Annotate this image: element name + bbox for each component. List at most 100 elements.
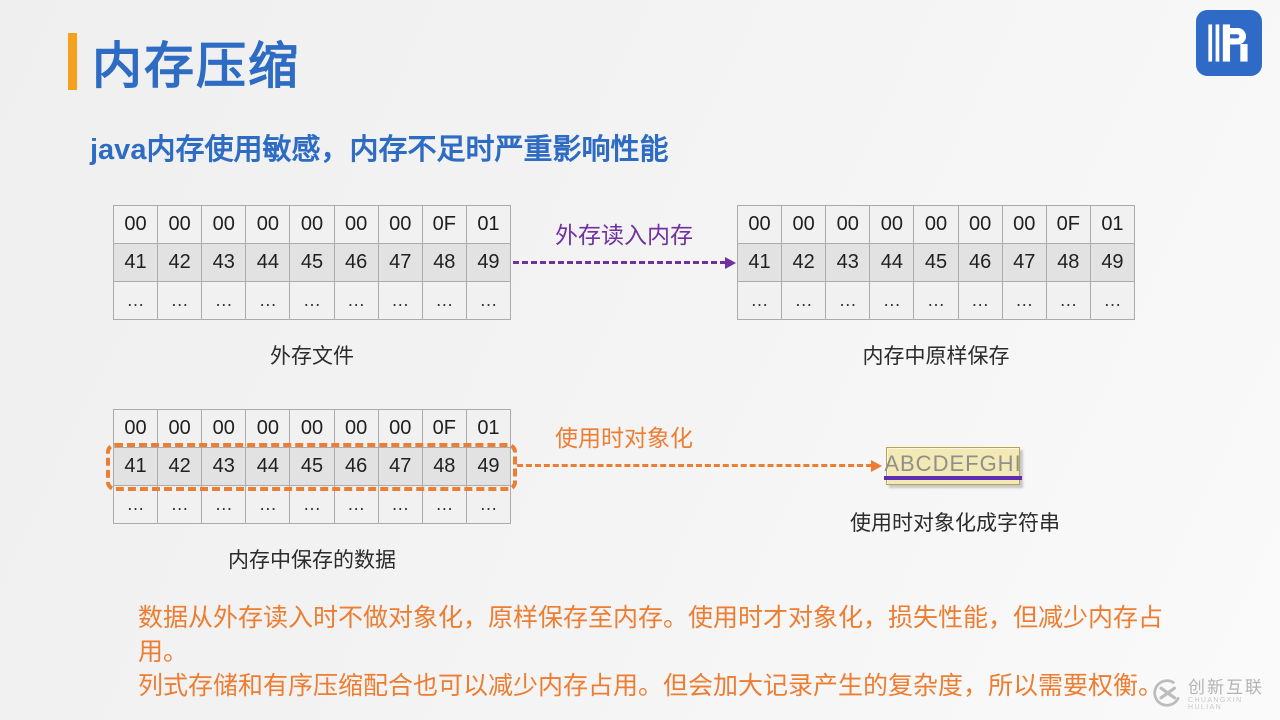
hex-cell: 00 <box>333 205 379 244</box>
hex-cell: 45 <box>289 447 335 486</box>
hex-cell: 00 <box>201 205 247 244</box>
hex-cell: 00 <box>245 409 291 448</box>
objectify-arrow-label: 使用时对象化 <box>555 425 693 451</box>
hex-cell: … <box>421 281 467 320</box>
hex-cell: 47 <box>1001 243 1047 282</box>
hex-cell: 00 <box>781 205 827 244</box>
hex-table-row: ……………………… <box>112 281 512 320</box>
hex-cell: 44 <box>245 447 291 486</box>
watermark-brand-sub: CHUANGXIN HULIAN <box>1188 697 1243 711</box>
hex-cell: 45 <box>913 243 959 282</box>
hex-cell: 00 <box>736 205 783 244</box>
hex-cell: 01 <box>465 205 512 244</box>
memory-raw-caption: 内存中原样保存 <box>862 345 1010 368</box>
hex-cell: 49 <box>1089 243 1136 282</box>
hex-cell: … <box>465 281 512 320</box>
hex-cell: 46 <box>333 447 379 486</box>
hex-cell: 01 <box>1089 205 1136 244</box>
hex-cell: … <box>1089 281 1136 320</box>
hex-cell: 00 <box>157 205 203 244</box>
hex-cell: … <box>1045 281 1091 320</box>
hex-cell: 01 <box>465 409 512 448</box>
hex-cell: 00 <box>289 409 335 448</box>
hex-cell: 41 <box>112 243 159 282</box>
hex-cell: 41 <box>112 447 159 486</box>
hex-cell: … <box>157 485 203 524</box>
hex-cell: 43 <box>201 447 247 486</box>
hex-cell: … <box>289 485 335 524</box>
hex-cell: 48 <box>421 243 467 282</box>
subtitle: java内存使用敏感，内存不足时严重影响性能 <box>90 134 669 166</box>
hex-cell: … <box>333 281 379 320</box>
hex-cell: … <box>957 281 1003 320</box>
hex-cell: 43 <box>201 243 247 282</box>
hex-cell: 00 <box>112 205 159 244</box>
hex-cell: … <box>333 485 379 524</box>
hex-cell: 49 <box>465 243 512 282</box>
hex-cell: … <box>112 281 159 320</box>
string-box-caption: 使用时对象化成字符串 <box>850 512 1060 535</box>
hex-cell: 46 <box>333 243 379 282</box>
hex-cell: … <box>913 281 959 320</box>
hex-cell: 44 <box>245 243 291 282</box>
hex-cell: … <box>289 281 335 320</box>
company-logo-icon <box>1196 10 1262 76</box>
hex-cell: … <box>157 281 203 320</box>
hex-cell: 00 <box>377 409 423 448</box>
hex-cell: 47 <box>377 243 423 282</box>
hex-cell: 00 <box>957 205 1003 244</box>
hex-cell: … <box>112 485 159 524</box>
hex-cell: 0F <box>421 205 467 244</box>
footer-note: 数据从外存读入时不做对象化，原样保存至内存。使用时才对象化，损失性能，但减少内存… <box>138 601 1183 703</box>
hex-cell: … <box>825 281 871 320</box>
hex-cell: 42 <box>157 447 203 486</box>
hex-cell: … <box>465 485 512 524</box>
hex-cell: 00 <box>157 409 203 448</box>
hex-cell: … <box>377 281 423 320</box>
hex-cell: … <box>245 485 291 524</box>
hex-cell: 48 <box>1045 243 1091 282</box>
footer-note-line1: 数据从外存读入时不做对象化，原样保存至内存。使用时才对象化，损失性能，但减少内存… <box>138 604 1164 666</box>
hex-cell: 0F <box>1045 205 1091 244</box>
hex-cell: 47 <box>377 447 423 486</box>
footer-note-line2: 列式存储和有序压缩配合也可以减少内存占用。但会加大记录产生的复杂度，所以需要权衡… <box>138 672 1164 700</box>
hex-cell: … <box>869 281 915 320</box>
hex-cell: 00 <box>112 409 159 448</box>
watermark-logo-icon <box>1152 678 1182 708</box>
hex-cell: 00 <box>869 205 915 244</box>
hex-cell: 41 <box>736 243 783 282</box>
hex-cell: … <box>421 485 467 524</box>
hex-cell: 46 <box>957 243 1003 282</box>
hex-cell: … <box>736 281 783 320</box>
hex-cell: 00 <box>1001 205 1047 244</box>
hex-table-row: ……………………… <box>736 281 1136 320</box>
hex-cell: 42 <box>157 243 203 282</box>
hex-cell: 00 <box>289 205 335 244</box>
hex-cell: 49 <box>465 447 512 486</box>
read-arrow-label: 外存读入内存 <box>555 222 693 248</box>
read-arrow-line <box>513 261 726 264</box>
memory-saved-caption: 内存中保存的数据 <box>228 549 396 572</box>
hex-cell: … <box>781 281 827 320</box>
title-accent-bar <box>68 33 77 90</box>
watermark: 创新互联 CHUANGXIN HULIAN <box>1152 678 1280 711</box>
objectify-arrow-line <box>517 464 872 467</box>
read-arrow-head-icon <box>725 257 736 269</box>
string-result-text: ABCDEFGHI <box>884 452 1022 480</box>
hex-cell: … <box>201 281 247 320</box>
string-result-box: ABCDEFGHI <box>884 447 1022 485</box>
hex-cell: 00 <box>201 409 247 448</box>
hex-cell: 48 <box>421 447 467 486</box>
